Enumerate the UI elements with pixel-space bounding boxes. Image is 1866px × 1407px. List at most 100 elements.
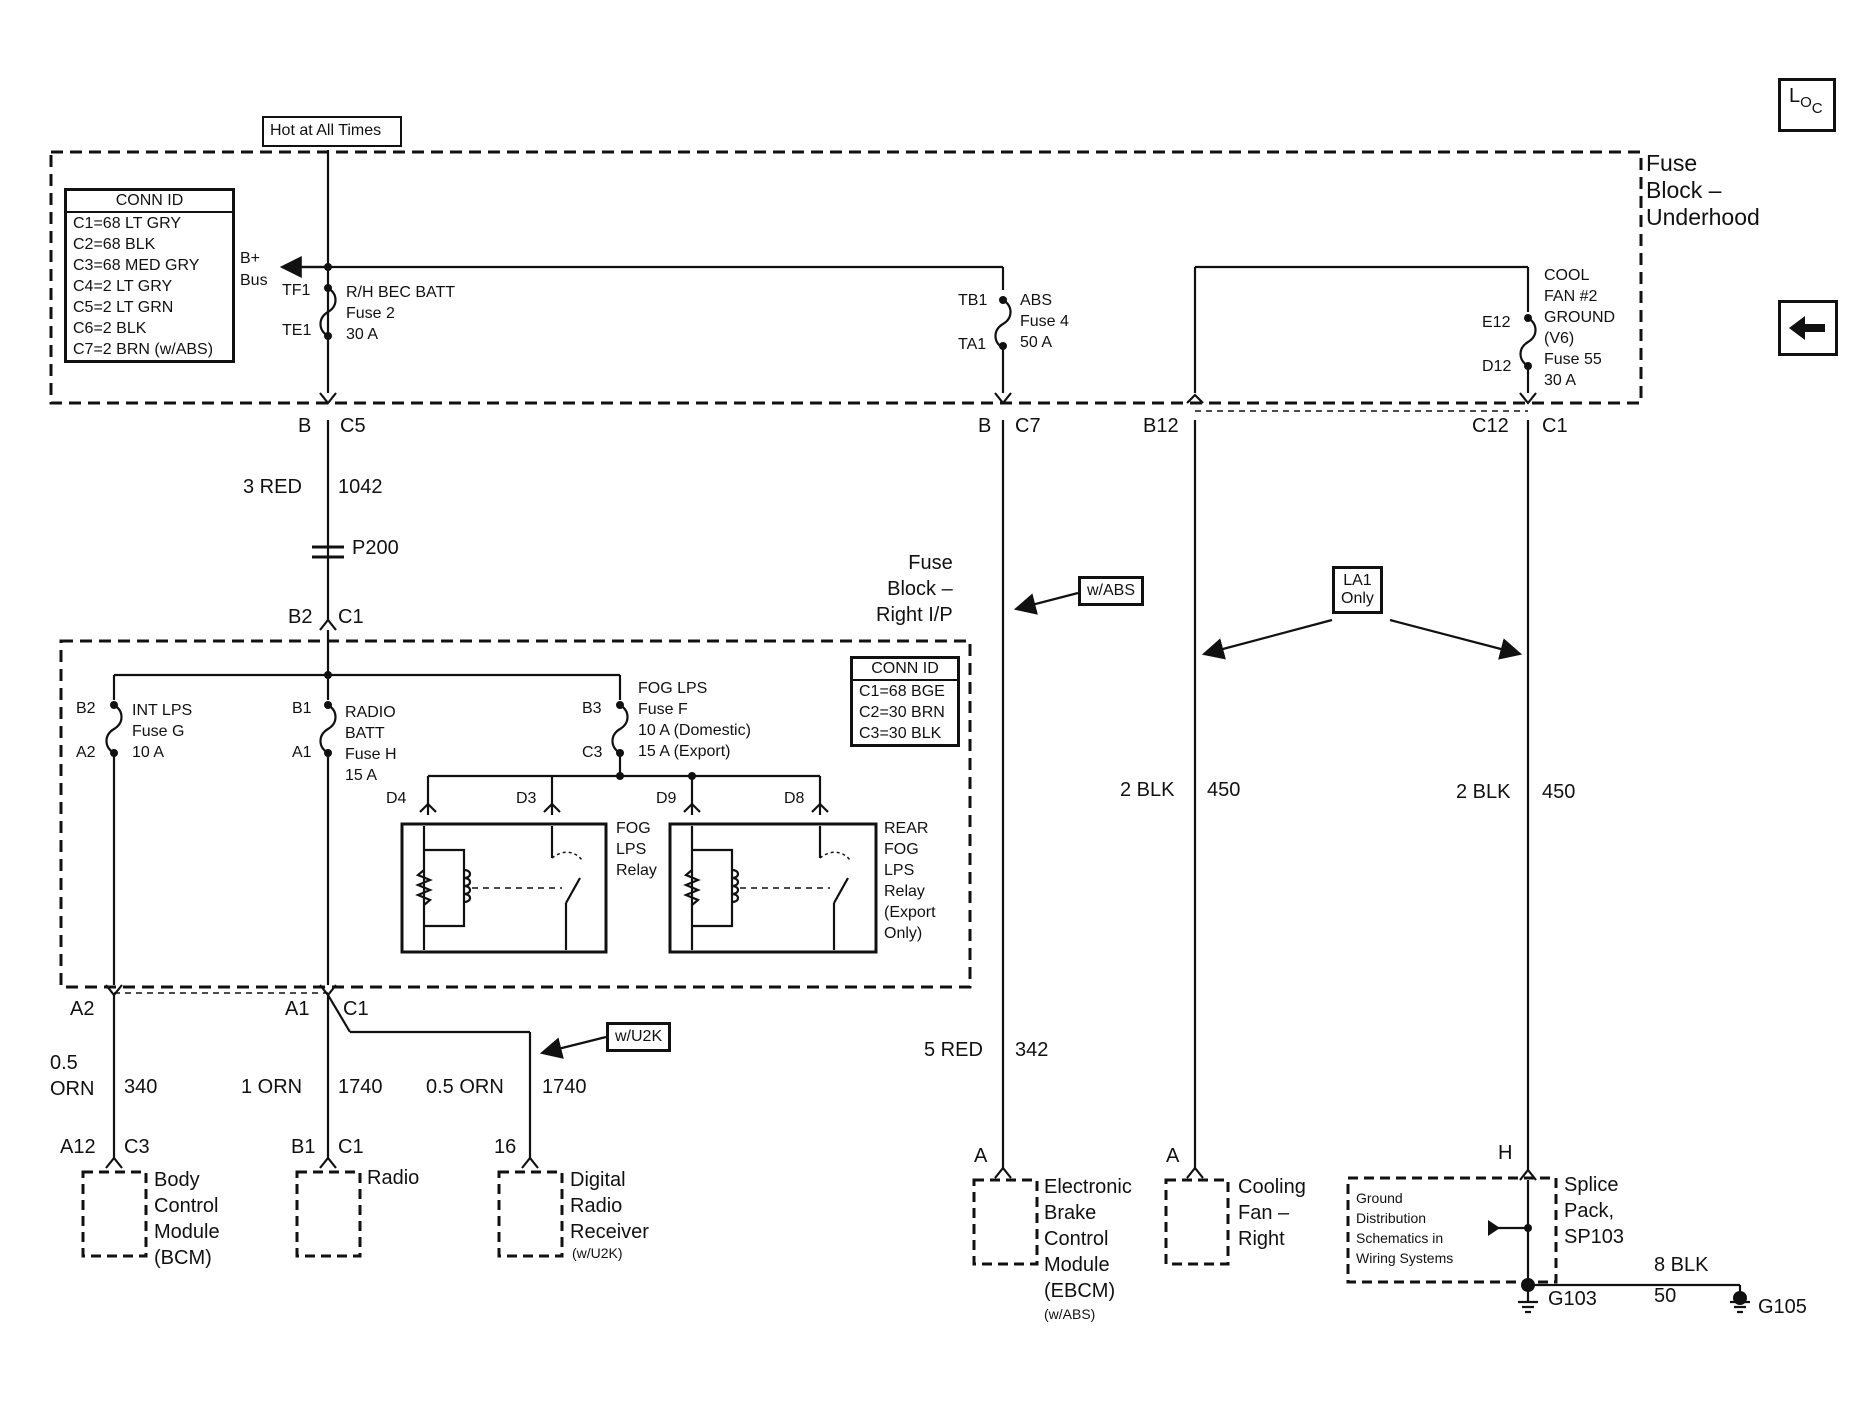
g103-label: G103 xyxy=(1548,1288,1597,1310)
hot-at-all-times-label: Hot at All Times xyxy=(262,116,402,147)
conn-id-row: C1=68 LT GRY xyxy=(73,215,182,232)
fuse-f-bottom-pin: C3 xyxy=(582,744,603,761)
fuse-f-symbol xyxy=(611,704,629,754)
wire-50-circuit: 50 xyxy=(1654,1285,1677,1307)
wire-340-circuit: 340 xyxy=(124,1076,158,1098)
splice-note[interactable]: Ground Distribution Schematics in Wiring… xyxy=(1356,1190,1454,1266)
ebcm-box xyxy=(972,1178,1039,1266)
wire-450-right-circuit: 450 xyxy=(1542,781,1576,803)
left-arrow-icon[interactable] xyxy=(1778,300,1838,356)
ebcm-pin: A xyxy=(974,1145,988,1167)
fuse-h-bottom-pin: A1 xyxy=(292,744,312,761)
drr-box xyxy=(497,1170,564,1258)
conn-id-row: C7=2 BRN (w/ABS) xyxy=(73,341,214,358)
relay2-pin-b: D8 xyxy=(784,790,805,807)
fuse-55-bottom-pin: D12 xyxy=(1482,358,1512,375)
ip-conn-id-row: C1=68 BGE xyxy=(859,683,945,700)
fuse-55-top-pin: E12 xyxy=(1482,314,1511,331)
ip-conn-id: CONN ID C1=68 BGE C2=30 BRN C3=30 BLK xyxy=(850,656,960,747)
conn-id-header: CONN ID xyxy=(67,191,232,213)
connector-b-c7-right: C7 xyxy=(1015,415,1041,437)
relay2-pin-a: D9 xyxy=(656,790,677,807)
b-plus-bus-label: B+ Bus xyxy=(240,250,268,289)
connector-b12: B12 xyxy=(1143,415,1179,437)
fog-lps-relay xyxy=(400,822,608,954)
bcm-pin-left: A12 xyxy=(60,1136,96,1158)
u2k-callout: w/U2K xyxy=(606,1022,672,1052)
wire-450-left-color: 2 BLK xyxy=(1120,779,1175,801)
connector-b-c7-left: B xyxy=(978,415,992,437)
fuse-f-top-pin: B3 xyxy=(582,700,602,717)
fuse-2-top-pin: TF1 xyxy=(282,282,311,299)
rear-fog-lps-relay xyxy=(668,822,878,954)
conn-id-row: C2=68 BLK xyxy=(73,236,156,253)
splice-pin: H xyxy=(1498,1142,1513,1164)
connector-a1-right: C1 xyxy=(343,998,369,1020)
wire-1740a-color: 1 ORN xyxy=(241,1076,303,1098)
underhood-conn-id: CONN ID C1=68 LT GRY C2=68 BLK C3=68 MED… xyxy=(64,188,235,363)
fuse-g-top-pin: B2 xyxy=(76,700,96,717)
connector-b-c5-left: B xyxy=(298,415,312,437)
wire-450-left-circuit: 450 xyxy=(1207,779,1241,801)
p200-label: P200 xyxy=(352,537,399,559)
ebcm-note: (w/ABS) xyxy=(1044,1306,1096,1322)
fuse-h-symbol xyxy=(319,704,337,754)
ip-fuse-block xyxy=(59,639,972,989)
g103-symbol xyxy=(1518,1300,1538,1314)
relay1-pin-b: D3 xyxy=(516,790,537,807)
fuse-4-top-pin: TB1 xyxy=(958,292,988,309)
bcm-pin-right: C3 xyxy=(124,1136,150,1158)
fuse-g-symbol xyxy=(105,704,123,754)
ip-conn-id-header: CONN ID xyxy=(853,659,957,681)
fuse-f-label: FOG LPS Fuse F 10 A (Domestic) 15 A (Exp… xyxy=(638,680,751,760)
relay2-label: REAR FOG LPS Relay (Export Only) xyxy=(884,820,936,942)
fuse-g-label: INT LPS Fuse G 10 A xyxy=(132,702,193,761)
location-icon[interactable]: LOC xyxy=(1778,78,1836,132)
fuse-55-symbol xyxy=(1519,317,1537,367)
connector-a1-left: A1 xyxy=(285,998,310,1020)
g105-label: G105 xyxy=(1758,1296,1807,1318)
connector-c12-right: C1 xyxy=(1542,415,1568,437)
wire-340-color: 0.5 ORN xyxy=(50,1052,95,1100)
fuse-g-bottom-pin: A2 xyxy=(76,744,96,761)
wire-342-color: 5 RED xyxy=(924,1039,983,1061)
bcm-box xyxy=(81,1170,148,1258)
la1-callout: LA1 Only xyxy=(1332,566,1383,614)
ebcm-name: Electronic Brake Control Module (EBCM) xyxy=(1044,1176,1132,1302)
ip-conn-id-row: C2=30 BRN xyxy=(859,704,945,721)
splice-box xyxy=(1346,1176,1558,1284)
drr-pin: 16 xyxy=(494,1136,517,1158)
radio-pin-right: C1 xyxy=(338,1136,364,1158)
wire-1740b-color: 0.5 ORN xyxy=(426,1076,504,1098)
connector-b2-right: C1 xyxy=(338,606,364,628)
conn-id-row: C6=2 BLK xyxy=(73,320,147,337)
conn-id-row: C3=68 MED GRY xyxy=(73,257,200,274)
connector-b2-left: B2 xyxy=(288,606,313,628)
loc-glyph: LOC xyxy=(1789,85,1823,117)
fuse-4-label: ABS Fuse 4 50 A xyxy=(1020,292,1069,351)
connector-a2: A2 xyxy=(70,998,95,1020)
abs-callout: w/ABS xyxy=(1078,576,1145,606)
wire-450-right-color: 2 BLK xyxy=(1456,781,1511,803)
fuse-4-bottom-pin: TA1 xyxy=(958,336,987,353)
radio-name: Radio xyxy=(367,1167,420,1189)
fuse-2-label: R/H BEC BATT Fuse 2 30 A xyxy=(346,284,456,343)
underhood-fuse-block xyxy=(49,150,1643,405)
left-arrow-glyph xyxy=(1789,316,1825,340)
wire-1740a-circuit: 1740 xyxy=(338,1076,383,1098)
radio-box xyxy=(295,1170,362,1258)
conn-id-row: C4=2 LT GRY xyxy=(73,278,173,295)
ip-conn-id-row: C3=30 BLK xyxy=(859,725,942,742)
hot-at-all-times-text: Hot at All Times xyxy=(270,122,382,139)
ip-block-label: Fuse Block – Right I/P xyxy=(876,552,953,626)
radio-pin-left: B1 xyxy=(291,1136,316,1158)
fan-name: Cooling Fan – Right xyxy=(1238,1176,1306,1250)
fan-pin: A xyxy=(1166,1145,1180,1167)
relay1-label: FOG LPS Relay xyxy=(616,820,657,879)
relay1-pin-a: D4 xyxy=(386,790,407,807)
fuse-55-label: COOL FAN #2 GROUND (V6) Fuse 55 30 A xyxy=(1544,267,1616,389)
fuse-4-symbol xyxy=(994,299,1012,349)
fuse-h-top-pin: B1 xyxy=(292,700,312,717)
wire-3-red-circuit: 1042 xyxy=(338,476,383,498)
